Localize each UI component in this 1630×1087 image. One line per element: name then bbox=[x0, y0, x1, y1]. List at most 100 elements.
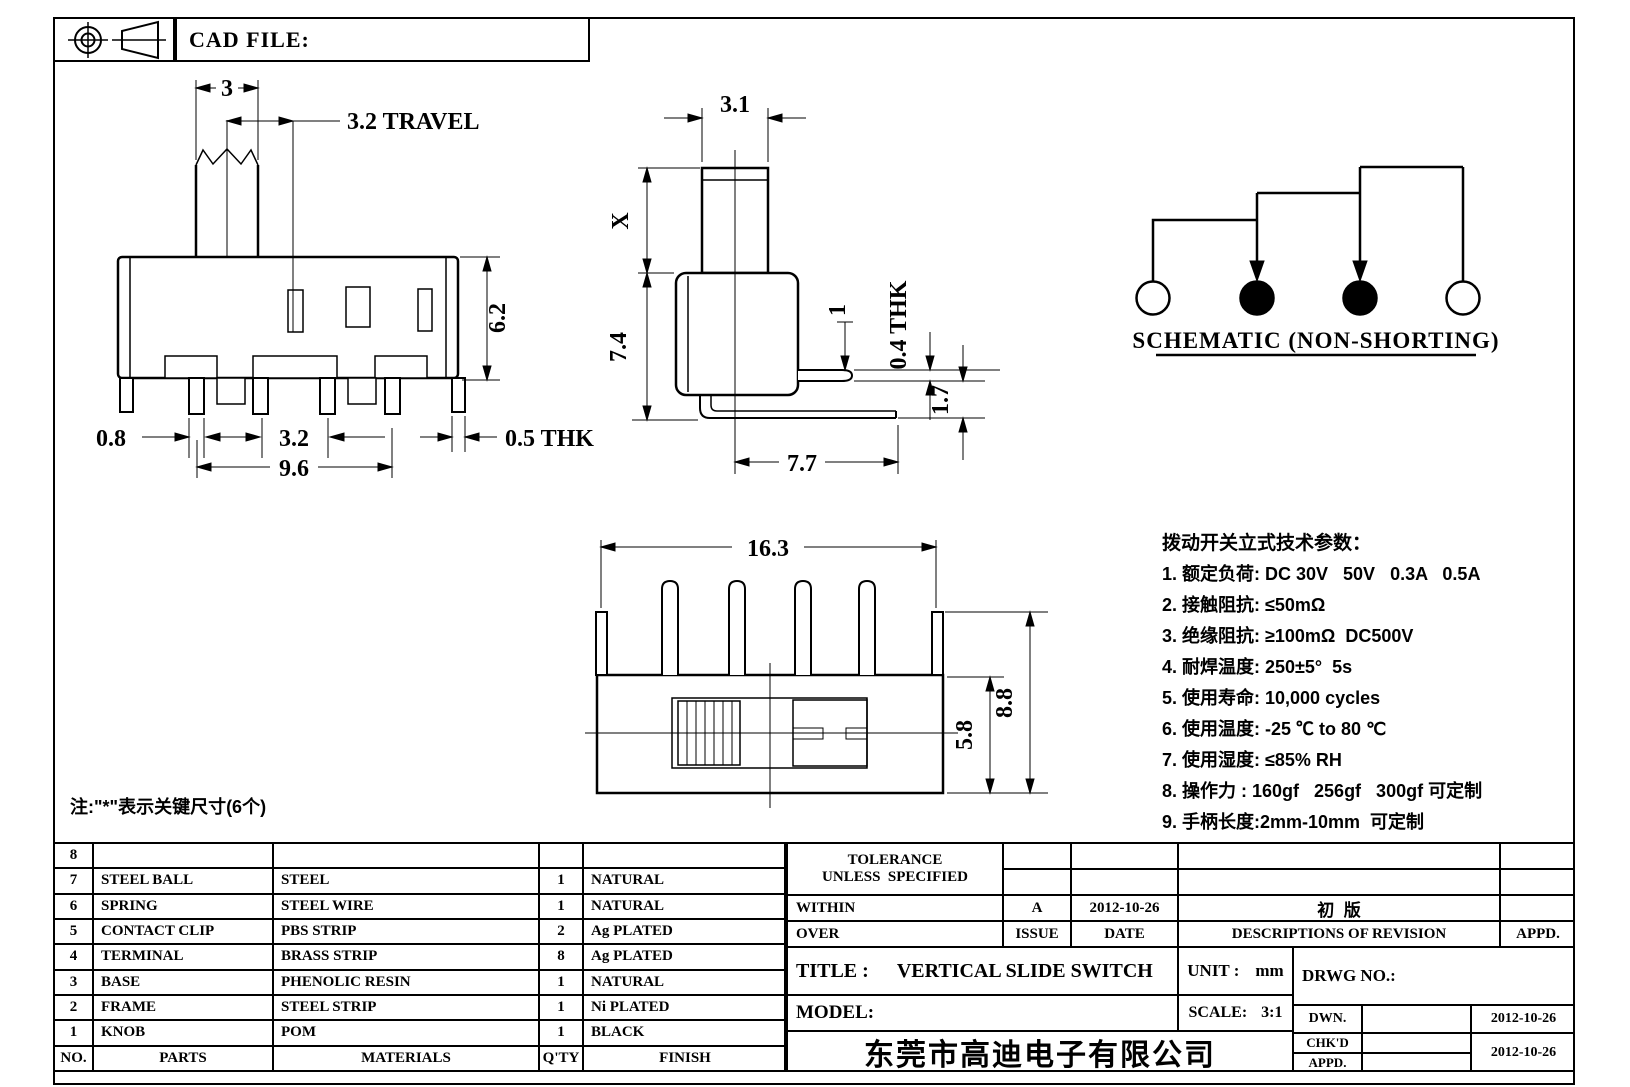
table-cell: SPRING bbox=[92, 892, 272, 918]
revision-date: 2012-10-26 bbox=[1070, 894, 1177, 920]
table-cell bbox=[92, 842, 272, 868]
table-cell: 1 bbox=[538, 1019, 582, 1045]
scale-label: SCALE: bbox=[1188, 1004, 1248, 1021]
table-cell: POM bbox=[272, 1019, 538, 1045]
table-cell: STEEL STRIP bbox=[272, 994, 538, 1020]
spec-item: 1. 额定负荷: DC 30V 50V 0.3A 0.5A bbox=[1162, 564, 1481, 584]
empty-cell bbox=[1002, 868, 1070, 894]
revision-value: 初 版 bbox=[1177, 894, 1499, 920]
technical-drawing: 3 3.2 TRAVEL 6.2 0.8 3.2 0.5 THK 9.6 bbox=[68, 20, 1499, 808]
table-cell: NATURAL bbox=[582, 867, 786, 893]
table-cell: 1 bbox=[538, 892, 582, 918]
key-dimension-note: 注:"*"表示关键尺寸(6个) bbox=[70, 797, 267, 817]
dim-top-len: 16.3 bbox=[747, 536, 789, 562]
cad-file-box: CAD FILE: bbox=[175, 17, 590, 62]
spec-item: 6. 使用温度: -25 ℃ to 80 ℃ bbox=[1162, 719, 1387, 739]
sheet-border bbox=[53, 17, 1575, 1085]
projection-symbol-box bbox=[53, 17, 175, 62]
dim-side-tab: 1 bbox=[825, 304, 851, 316]
over-cell: OVER bbox=[786, 920, 1002, 946]
table-cell: BLACK bbox=[582, 1019, 786, 1045]
unit-label: UNIT : bbox=[1187, 961, 1240, 980]
title-label: TITLE : bbox=[796, 959, 869, 982]
appd2-label: APPD. bbox=[1292, 1052, 1361, 1072]
tolerance-line1: TOLERANCE bbox=[847, 852, 943, 868]
empty-cell bbox=[1177, 842, 1499, 868]
table-cell bbox=[272, 842, 538, 868]
dim-front-thk: 0.5 THK bbox=[505, 426, 594, 452]
table-cell: 3 bbox=[53, 968, 92, 994]
side-view bbox=[632, 108, 1000, 474]
table-header-materials: MATERIALS bbox=[272, 1044, 538, 1070]
parts-table: 8 7 STEEL BALL STEEL 1 NATURAL 6 SPRING … bbox=[53, 842, 786, 1072]
dim-top-total: 8.8 bbox=[992, 688, 1018, 718]
dim-front-span: 9.6 bbox=[279, 456, 309, 482]
table-cell: 1 bbox=[538, 994, 582, 1020]
table-cell bbox=[538, 842, 582, 868]
spec-item: 5. 使用寿命: 10,000 cycles bbox=[1162, 688, 1381, 708]
table-cell: PBS STRIP bbox=[272, 918, 538, 944]
table-cell: TERMINAL bbox=[92, 943, 272, 969]
issue-label: ISSUE bbox=[1002, 920, 1070, 946]
spec-item: 2. 接触阻抗: ≤50mΩ bbox=[1162, 595, 1326, 615]
table-header-parts: PARTS bbox=[92, 1044, 272, 1070]
table-cell: BRASS STRIP bbox=[272, 943, 538, 969]
table-cell: 4 bbox=[53, 943, 92, 969]
spec-item: 8. 操作力 : 160gf 256gf 300gf 可定制 bbox=[1162, 781, 1483, 801]
empty-cell bbox=[1070, 868, 1177, 894]
table-cell: 5 bbox=[53, 918, 92, 944]
model-cell: MODEL: bbox=[786, 994, 1177, 1030]
unit-value: mm bbox=[1255, 961, 1284, 980]
table-cell: STEEL bbox=[272, 867, 538, 893]
appd-label: APPD. bbox=[1499, 920, 1575, 946]
dim-side-len: 7.7 bbox=[787, 451, 817, 477]
chk-date: 2012-10-26 bbox=[1470, 1032, 1575, 1072]
table-cell bbox=[582, 842, 786, 868]
dim-side-thk: 0.4 THK bbox=[886, 280, 912, 369]
dim-front-height: 6.2 bbox=[485, 303, 511, 333]
table-cell: 2 bbox=[538, 918, 582, 944]
spec-item: 9. 手柄长度:2mm-10mm 可定制 bbox=[1162, 812, 1425, 832]
dim-front-pitch: 3.2 bbox=[279, 426, 309, 452]
company-name: 东莞市高迪电子有限公司 bbox=[786, 1030, 1292, 1072]
table-cell: Ni PLATED bbox=[582, 994, 786, 1020]
title-value: VERTICAL SLIDE SWITCH bbox=[896, 959, 1153, 982]
empty-cell bbox=[1361, 1052, 1470, 1072]
table-cell: 1 bbox=[538, 968, 582, 994]
table-cell: STEEL WIRE bbox=[272, 892, 538, 918]
dim-side-knob-h: X bbox=[608, 212, 634, 230]
table-cell: FRAME bbox=[92, 994, 272, 1020]
dwn-label: DWN. bbox=[1292, 1004, 1361, 1032]
spec-item: 3. 绝缘阻抗: ≥100mΩ DC500V bbox=[1162, 626, 1414, 646]
scale-value: 3:1 bbox=[1261, 1004, 1283, 1021]
empty-cell bbox=[1499, 868, 1575, 894]
dim-side-gap: 1.7 bbox=[928, 385, 954, 415]
table-cell: PHENOLIC RESIN bbox=[272, 968, 538, 994]
dim-front-travel: 3.2 TRAVEL bbox=[347, 109, 480, 135]
table-cell: 1 bbox=[53, 1019, 92, 1045]
table-cell: 6 bbox=[53, 892, 92, 918]
dim-top-body: 5.8 bbox=[952, 720, 978, 750]
specs-title: 拨动开关立式技术参数： bbox=[1162, 533, 1372, 554]
table-header-finish: FINISH bbox=[582, 1044, 786, 1070]
schematic bbox=[1135, 165, 1481, 357]
table-cell: Ag PLATED bbox=[582, 918, 786, 944]
date-label: DATE bbox=[1070, 920, 1177, 946]
table-cell: 1 bbox=[538, 867, 582, 893]
table-cell: 7 bbox=[53, 867, 92, 893]
table-cell: 8 bbox=[53, 842, 92, 868]
empty-cell bbox=[1499, 842, 1575, 868]
spec-item: 7. 使用湿度: ≤85% RH bbox=[1162, 750, 1342, 770]
drwg-no-cell: DRWG NO.: bbox=[1292, 946, 1575, 1004]
empty-cell bbox=[1002, 842, 1070, 868]
schematic-title: SCHEMATIC (NON-SHORTING) bbox=[1132, 328, 1499, 353]
dwn-date: 2012-10-26 bbox=[1470, 1004, 1575, 1032]
tolerance-line2: UNLESS SPECIFIED bbox=[822, 869, 968, 885]
within-cell: WITHIN bbox=[786, 894, 1002, 920]
dim-front-pin: 0.8 bbox=[96, 426, 126, 452]
technical-specs: 拨动开关立式技术参数： 1. 额定负荷: DC 30V 50V 0.3A 0.5… bbox=[1162, 528, 1567, 838]
revision-label: DESCRIPTIONS OF REVISION bbox=[1177, 920, 1499, 946]
dim-side-body-h: 7.4 bbox=[606, 332, 632, 362]
unit-cell: UNIT : mm bbox=[1177, 946, 1292, 994]
